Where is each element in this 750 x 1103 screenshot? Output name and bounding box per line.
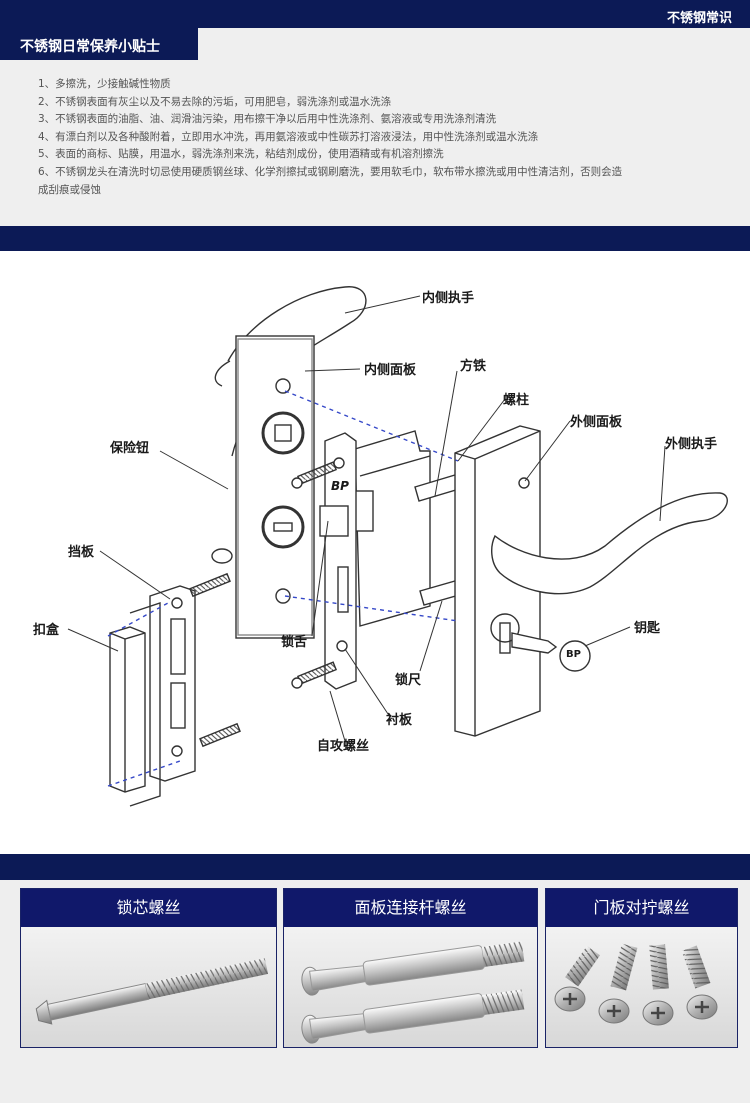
screw-card-title: 锁芯螺丝 bbox=[21, 889, 276, 927]
label-latch: 锁舌 bbox=[281, 635, 308, 650]
tip-item: 1、多擦洗，少接触碱性物质 bbox=[38, 78, 171, 90]
label-inner-panel: 内侧面板 bbox=[364, 363, 417, 378]
lining-plate-shape bbox=[324, 432, 357, 690]
label-square-bar: 方铁 bbox=[460, 359, 487, 374]
divider-band bbox=[0, 854, 750, 880]
label-outer-handle: 外侧执手 bbox=[665, 437, 718, 452]
lock-body-mark: BP bbox=[331, 479, 349, 493]
tip-item: 成刮痕或侵蚀 bbox=[38, 183, 101, 196]
label-lining-plate: 衬板 bbox=[386, 713, 413, 728]
screw-card-panel-rod: 面板连接杆螺丝 bbox=[283, 888, 538, 1048]
tip-item: 2、不锈钢表面有灰尘以及不易去除的污垢，可用肥皂，弱洗涤剂或温水洗涤 bbox=[38, 95, 392, 108]
screw-card-lock-core: 锁芯螺丝 bbox=[20, 888, 277, 1048]
lock-core-screw-photo bbox=[21, 927, 276, 1047]
lock-diagram-drawing bbox=[67, 286, 728, 807]
label-screw-post: 螺柱 bbox=[503, 393, 530, 408]
tip-item: 5、表面的商标、贴膜，用温水，弱洗涤剂来洗，粘结剂成份，使用酒精或有机溶剂擦洗 bbox=[38, 148, 444, 161]
tips-title-tab: 不锈钢日常保养小贴士 bbox=[0, 28, 198, 60]
inner-panel-shape bbox=[235, 335, 315, 639]
lock-body-shape bbox=[354, 430, 431, 627]
label-safety-knob: 保险钮 bbox=[110, 441, 150, 456]
door-plate-screw-photo bbox=[546, 927, 737, 1047]
tip-item: 6、不锈钢龙头在清洗时切忌使用硬质钢丝球、化学剂擦拭或钢刷磨洗，要用软毛巾，软布… bbox=[38, 165, 623, 178]
label-key: 钥匙 bbox=[634, 621, 661, 636]
label-baffle: 挡板 bbox=[68, 545, 95, 560]
screw-card-title: 面板连接杆螺丝 bbox=[284, 889, 537, 927]
outer-panel-shape bbox=[454, 425, 541, 737]
tip-item: 4、有漂白剂以及各种酸附着，立即用水冲洗，再用氨溶液或中性碳苏打溶液浸法，用中性… bbox=[38, 130, 539, 143]
tips-title: 不锈钢日常保养小贴士 bbox=[20, 39, 160, 55]
label-strike-box: 扣盒 bbox=[33, 623, 60, 638]
label-lock-ruler: 锁尺 bbox=[395, 673, 422, 688]
tip-item: 3、不锈钢表面的油脂、油、润滑油污染，用布擦干净以后用中性洗涤剂、氨溶液或专用洗… bbox=[38, 113, 497, 126]
section-title: 不锈钢常识 bbox=[666, 11, 732, 26]
top-header-bar: 不锈钢常识 bbox=[0, 0, 750, 28]
screw-card-title: 门板对拧螺丝 bbox=[546, 889, 737, 927]
screw-card-door-plate: 门板对拧螺丝 bbox=[545, 888, 738, 1048]
label-outer-panel: 外侧面板 bbox=[570, 415, 623, 430]
panel-rod-screw-photo bbox=[284, 927, 537, 1047]
strike-box-shape bbox=[109, 626, 146, 793]
label-inner-handle: 内侧执手 bbox=[422, 291, 475, 306]
tips-panel bbox=[0, 28, 750, 226]
key-shape bbox=[511, 632, 558, 654]
divider-band bbox=[0, 226, 750, 251]
label-self-tapping-screw: 自攻螺丝 bbox=[317, 739, 370, 754]
tips-list: 1、多擦洗，少接触碱性物质 2、不锈钢表面有灰尘以及不易去除的污垢，可用肥皂，弱… bbox=[38, 76, 728, 199]
key-mark: BP bbox=[566, 649, 581, 660]
lock-exploded-diagram: BP BP 内侧执手 内侧面板 方铁 螺柱 外侧面板 外侧执手 保险钮 挡板 扣… bbox=[0, 251, 750, 854]
outer-handle-shape bbox=[491, 492, 728, 595]
